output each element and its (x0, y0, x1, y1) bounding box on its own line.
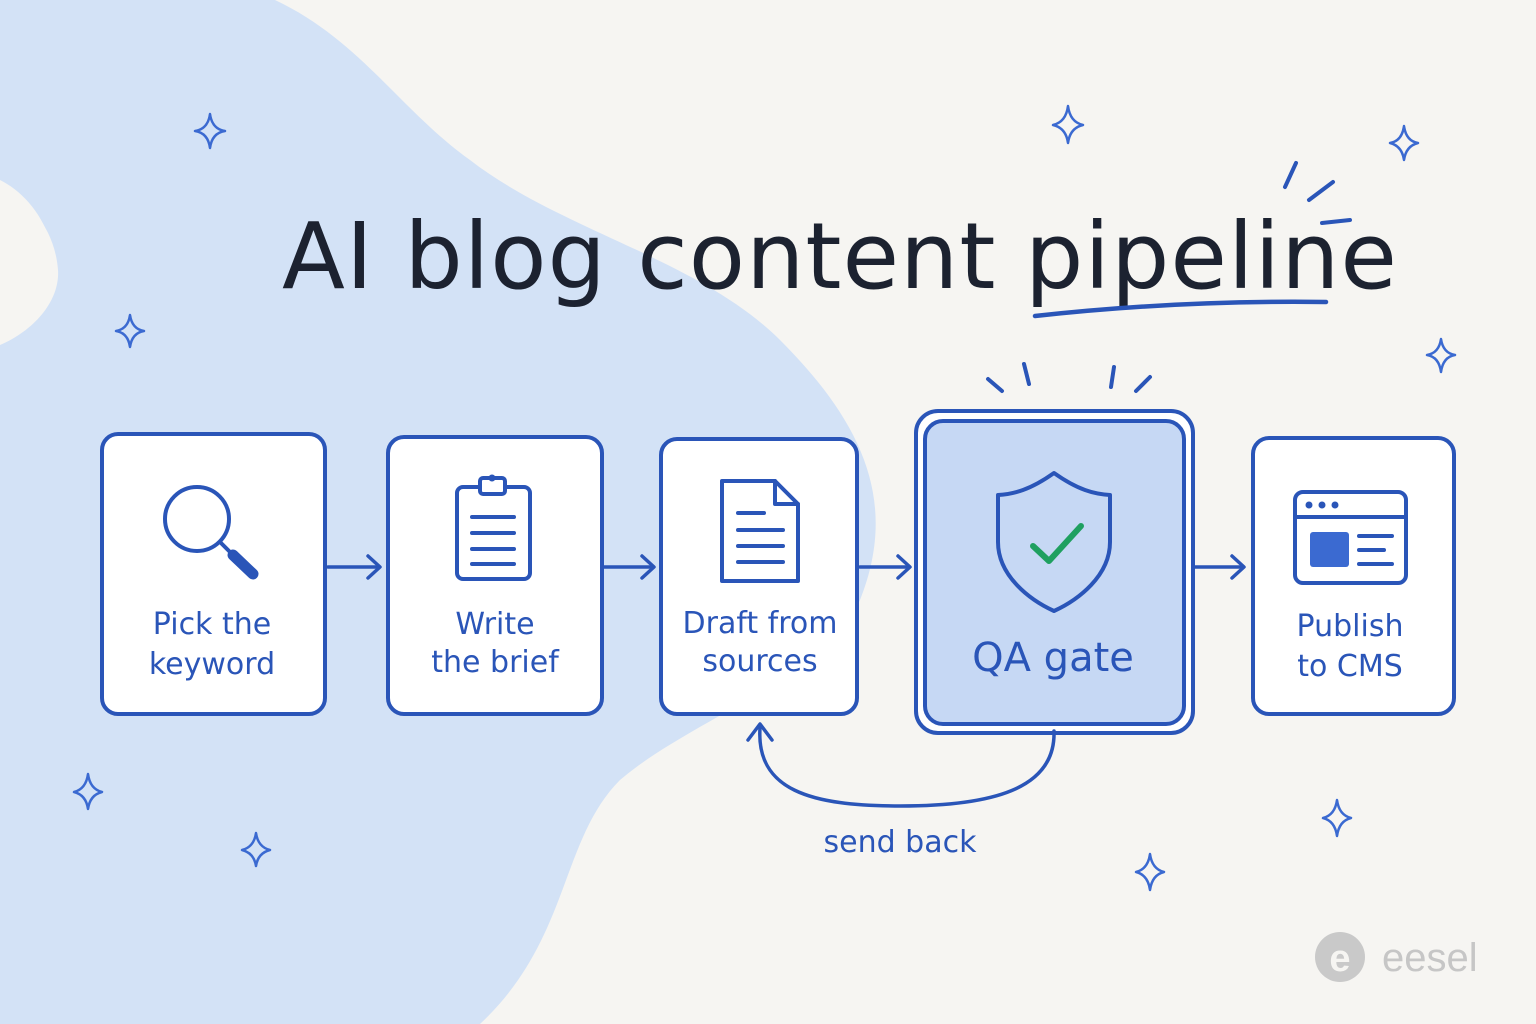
sparkle-icon (1321, 798, 1353, 838)
step-box (386, 435, 604, 716)
step-box (1251, 436, 1456, 716)
step-label: to CMS (1297, 649, 1403, 684)
brand-logo: e eesel (1315, 932, 1478, 982)
magnifier-icon (163, 485, 259, 580)
sparkle-icon (1051, 104, 1085, 145)
loop-label: send back (824, 825, 978, 860)
sparkle-icon (193, 112, 227, 150)
step-label: Write (455, 607, 534, 642)
step-publish-cms: Publish to CMS (1251, 436, 1456, 716)
page-title: AI blog content (282, 203, 996, 310)
sparkle-icon (114, 313, 146, 349)
step-write-brief: Write the brief (386, 435, 604, 716)
step-box-highlight (923, 419, 1186, 726)
flow-arrow (1193, 554, 1246, 580)
attention-rays (986, 362, 1152, 393)
step-label: the brief (431, 645, 560, 680)
send-back-arrow: send back (746, 722, 1056, 860)
title-group: AI blog content pipeline (282, 161, 1397, 319)
step-qa-gate: QA gate (914, 362, 1195, 735)
step-label: Publish (1297, 609, 1404, 644)
step-draft-sources: Draft from sources (659, 437, 859, 716)
flow-arrow (602, 554, 656, 580)
step-label: sources (702, 644, 817, 679)
step-label: Draft from (683, 606, 838, 641)
step-box (100, 432, 327, 716)
flow-arrow (326, 554, 382, 580)
browser-window-icon (1293, 490, 1408, 585)
step-pick-keyword: Pick the keyword (100, 432, 327, 716)
title-underline (1032, 299, 1329, 319)
eesel-logo-icon (1315, 932, 1365, 982)
step-box (659, 437, 859, 716)
step-label: keyword (149, 647, 275, 682)
document-icon (720, 479, 800, 583)
sparkle-icon (1388, 124, 1420, 162)
brand-logo-letter: e (1329, 938, 1350, 980)
clipboard-icon (455, 474, 532, 581)
sparkle-icon (1134, 852, 1166, 892)
sparkle-decorations (72, 104, 1457, 892)
shield-check-icon (996, 471, 1112, 613)
emphasis-rays (1283, 161, 1352, 225)
sparkle-icon (240, 831, 272, 868)
sparkle-icon (1425, 337, 1457, 374)
brand-name: eesel (1382, 936, 1478, 980)
step-label: Pick the (153, 607, 271, 642)
step-label: QA gate (972, 635, 1134, 681)
sparkle-icon (72, 772, 104, 811)
background-blob-cutout (0, 185, 59, 345)
flow-arrow (858, 554, 912, 580)
